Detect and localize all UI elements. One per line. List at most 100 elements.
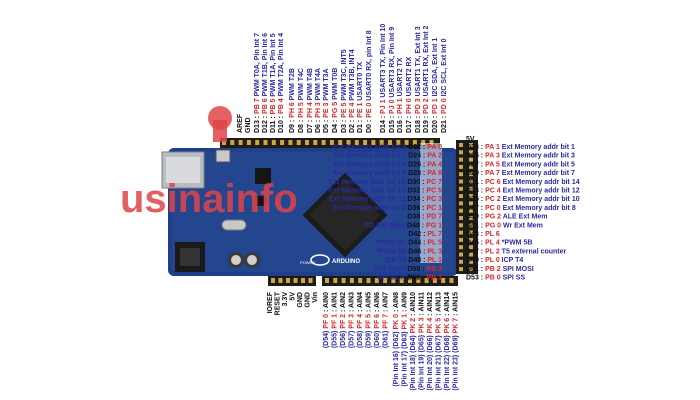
pin-id: D29 : [466,170,485,177]
pin-id: D41 : [466,222,485,229]
pin-id: D2 : [349,118,356,133]
pin-function: Ext Memory addr bit 2 [333,153,408,160]
right-pin-label: D25 : PA 3 Ext Memory addr bit 3 [466,153,575,160]
analog-label: : AIN7 [383,292,390,312]
top-pin-label: D3 : PE 5 PWM T3C, INT5 [341,49,348,133]
top-pin-label: D21 : PD 0 I2C SCL, Ext Int 0 [441,38,448,133]
port-id: PF 5 [366,312,373,329]
pin-function: Ext Memory addr bit 12 [503,188,580,195]
pin-function: USART2 RX [406,56,413,96]
top-pin-label: D18 : PD 3 USART1 TX, Ext Int 3 [415,26,422,133]
bottom-pin-label: (D60) PF 6 : AIN6 [374,292,381,348]
port-id: PL 2 [485,248,502,255]
top-pin-label: AREF [237,113,244,133]
pin-function: PWM T3B, INT4 [349,49,356,100]
top-pin-label: D7 : PH 4 PWM T4B [307,68,314,133]
port-id: PF 6 [374,312,381,329]
pin-id: (D60) [374,329,381,348]
top-pin-label: D2 : PE 4 PWM T3B, INT4 [349,49,356,133]
pin-function: ALE Ext Mem [503,214,548,221]
pin-id: (D56) [340,329,347,348]
right-pin-label: D41 : PG 0 Wr Ext Mem [466,222,543,229]
top-pin-label: D12 : PB 6 PWM T1B, Pin Int 6 [262,33,269,133]
pin-id: D23 : [466,144,485,151]
power-pin-label: RESET [275,291,282,315]
port-id: PK 1 [402,312,409,330]
pin-id: (D57) [349,329,356,348]
port-id: PE 1 [357,101,364,118]
port-id: PK 3 [419,315,426,333]
port-id: PH 5 [298,100,305,118]
pin-id: D17 : [406,114,413,133]
pin-function: Ext Memory addr bit 8 [503,205,576,212]
pin-id: D44 : [408,240,427,247]
analog-label: : AIN1 [332,292,339,312]
pin-id: D5 : [323,118,330,133]
inner-pin-label: Ext Memory addr bit 9 D36 : PC 1 [332,205,442,212]
bottom-pin-label: (D58) PF 4 : AIN4 [357,292,364,348]
port-id: PC 6 [485,179,503,186]
pin-id: D4 : [332,118,339,133]
right-pin-label: D51 : PB 2 SPI MOSI [466,266,534,273]
inner-pin-label: SPI MISO D50 : PB 3 [374,266,442,273]
pin-id: D13 : [254,114,261,133]
port-id: PH 6 [289,100,296,118]
arduino-logo-icon [310,254,330,266]
bottom-pin-label: 3.3V [282,292,289,307]
power-pin-label: IOREF [267,291,274,313]
bottom-pin-label: 5V [290,292,297,301]
pin-id: D35 : [466,196,485,203]
pin-function: PWM T0A, Pin Int 7 [254,33,261,96]
pin-id: (Pin Int 16) (D62) [393,329,400,386]
analog-label: : AIN3 [349,292,356,312]
inner-pin-label: RD Ext Mem D40 : PG 1 [364,222,442,229]
top-pin-label: D1 : PE 1 USART0 TX [357,61,364,133]
port-id: PB 2 [485,266,503,273]
port-id: PL 6 [485,231,500,238]
port-id: PH 1 [397,96,404,114]
bottom-pin-label: (Pin Int 23) (D69) PK 7 : AIN15 [453,292,460,391]
port-id: PF 1 [332,312,339,329]
pin-id: (Pin Int 22) (D68) [444,333,451,390]
bottom-pin-label: (D61) PF 7 : AIN7 [383,292,390,348]
pin-function: USART0 RX, pin Int 8 [366,30,373,101]
pin-function: USART3 RX, Pin Int 9 [389,27,396,98]
pin-id: D30 : [407,179,426,186]
port-id: PA 0 [427,144,442,151]
port-id: PE 3 [323,101,330,118]
analog-pin-header [322,276,458,286]
pin-id: D27 : [466,161,485,168]
top-pin-label: GND [245,117,252,133]
pin-id: D51 : [466,266,485,273]
top-pin-label: D20 : PD 1 I2C SDA, Ext Int 1 [432,38,439,133]
pin-id: (Pin Int 19) (D65) [419,333,426,390]
pin-id: D43 : [466,231,485,238]
port-id: PK 5 [436,316,443,334]
port-id: PA 2 [427,153,442,160]
pin-id: D22 : [408,144,427,151]
pin-id: D40 : [407,222,426,229]
pin-id: D48 : [408,257,427,264]
power-pin-label: GND [305,292,312,308]
inner-pin-label: Ext Memory addr bit 2 D24 : PA 2 [333,153,442,160]
usinainfo-watermark: usinainfo [120,106,298,221]
right-pin-label: D33 : PC 4 Ext Memory addr bit 12 [466,188,580,195]
analog-label: : AIN12 [427,292,434,316]
pin-id: (Pin Int 17) (D63) [402,329,409,386]
bottom-pin-label: (Pin Int 17) (D63) PK 1 : AIN9 [402,292,409,387]
bottom-pin-label: (D59) PF 5 : AIN5 [366,292,373,348]
port-id: PB 3 [426,266,442,273]
top-pin-label: D9 : PH 6 PWM T2B [289,68,296,133]
pin-id: (Pin Int 20) (D66) [427,333,434,390]
port-id: PE 5 [341,101,348,118]
port-id: PA 1 [485,144,502,151]
top-pin-label: D16 : PH 1 USART2 TX [397,57,404,133]
bottom-pin-label: (D56) PF 2 : AIN2 [340,292,347,348]
bottom-pin-label: (Pin Int 21) (D67) PK 5 : AIN13 [436,292,443,391]
bottom-pin-label: GND [297,292,304,308]
port-id: PH 0 [406,96,413,114]
port-id: PC 2 [485,196,503,203]
port-id: PD 0 [441,96,448,114]
